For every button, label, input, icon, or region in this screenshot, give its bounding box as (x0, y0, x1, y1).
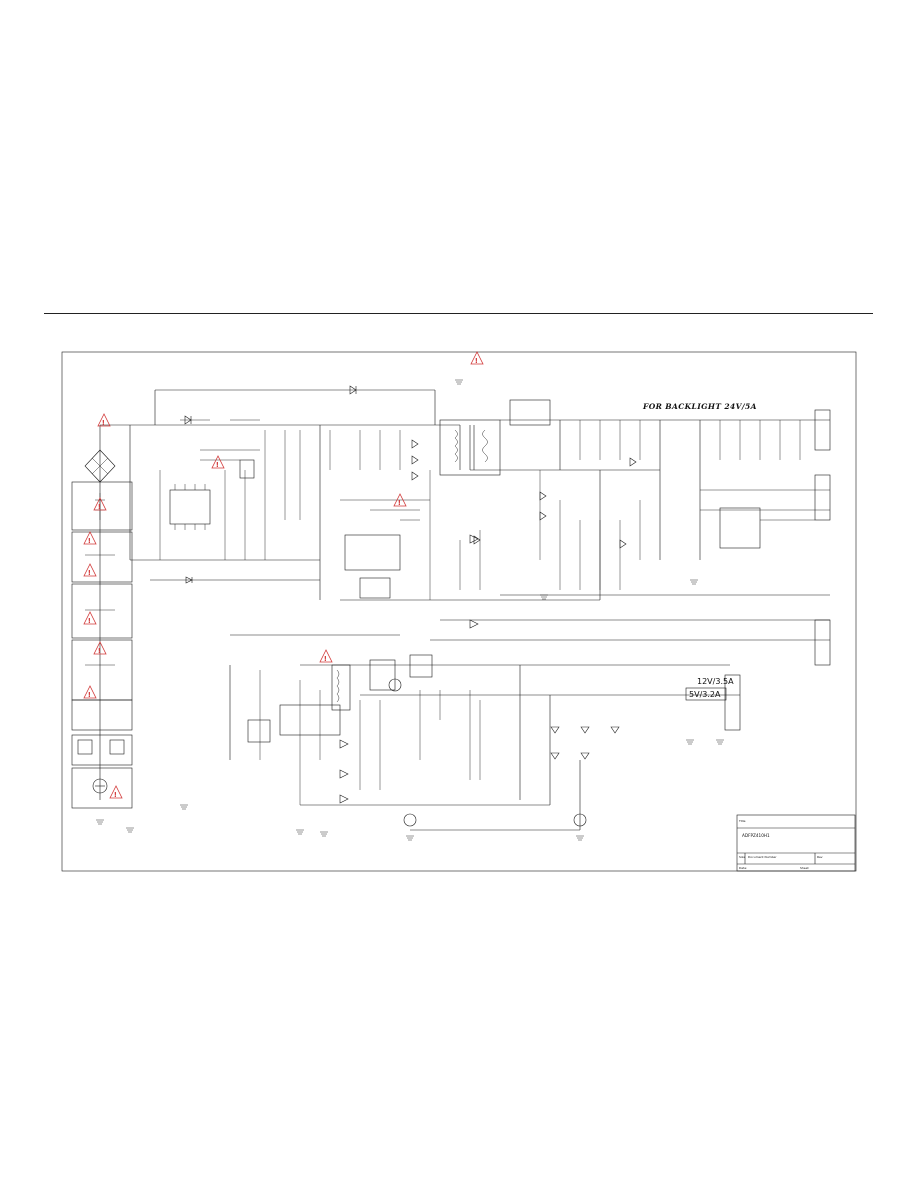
revision-label: Rev (817, 855, 823, 859)
warning-triangle-icon: ! (319, 649, 333, 663)
standby-supply-region (247, 534, 620, 827)
warning-triangle-icon: ! (83, 531, 97, 545)
svg-text:!: ! (216, 461, 219, 469)
main-pwm-region (329, 385, 551, 600)
title-label: Title (738, 819, 746, 823)
date-label: Date: (739, 866, 747, 870)
warning-triangle-icon: ! (83, 563, 97, 577)
rail-5v-box (685, 687, 727, 701)
size-label: Size (739, 855, 745, 859)
rail-12v-label: 12V/3.5A (697, 677, 734, 686)
svg-text:!: ! (88, 617, 91, 625)
svg-text:!: ! (88, 537, 91, 545)
warning-triangle-icon: ! (83, 611, 97, 625)
document-number-label: Document Number (748, 855, 777, 859)
warning-triangle-icon: ! (470, 351, 484, 365)
svg-text:!: ! (398, 499, 401, 507)
warning-triangle-icon: ! (93, 497, 107, 511)
sheet-label: Sheet (800, 866, 809, 870)
input-filter-stage (71, 449, 133, 809)
backlight-output-region (539, 409, 831, 731)
warning-triangle-icon: ! (83, 685, 97, 699)
svg-text:!: ! (102, 419, 105, 427)
warning-triangle-icon: ! (97, 413, 111, 427)
svg-text:!: ! (324, 655, 327, 663)
svg-text:!: ! (98, 647, 101, 655)
warning-triangle-icon: ! (393, 493, 407, 507)
backlight-headline: FOR BACKLIGHT 24V/5A (642, 402, 757, 411)
svg-text:!: ! (98, 503, 101, 511)
title-value: ADFPZ410H1 (742, 833, 770, 838)
svg-text:!: ! (475, 357, 478, 365)
warning-triangle-icon: ! (109, 785, 123, 799)
pfc-controller-region (159, 415, 301, 584)
ground-symbols (96, 379, 724, 841)
page-rule (44, 313, 873, 314)
title-block: Title ADFPZ410H1 Size Document Number Re… (736, 814, 856, 872)
warning-triangle-icons: ! ! ! ! ! ! ! ! ! ! ! ! (83, 351, 484, 799)
main-buses (99, 389, 830, 831)
warning-triangle-icon: ! (93, 641, 107, 655)
warning-triangle-icon: ! (211, 455, 225, 469)
svg-text:!: ! (88, 691, 91, 699)
svg-text:!: ! (88, 569, 91, 577)
rail-5v-label: 5V/3.2A (689, 690, 721, 699)
svg-text:!: ! (114, 791, 117, 799)
schematic-frame (61, 351, 857, 872)
